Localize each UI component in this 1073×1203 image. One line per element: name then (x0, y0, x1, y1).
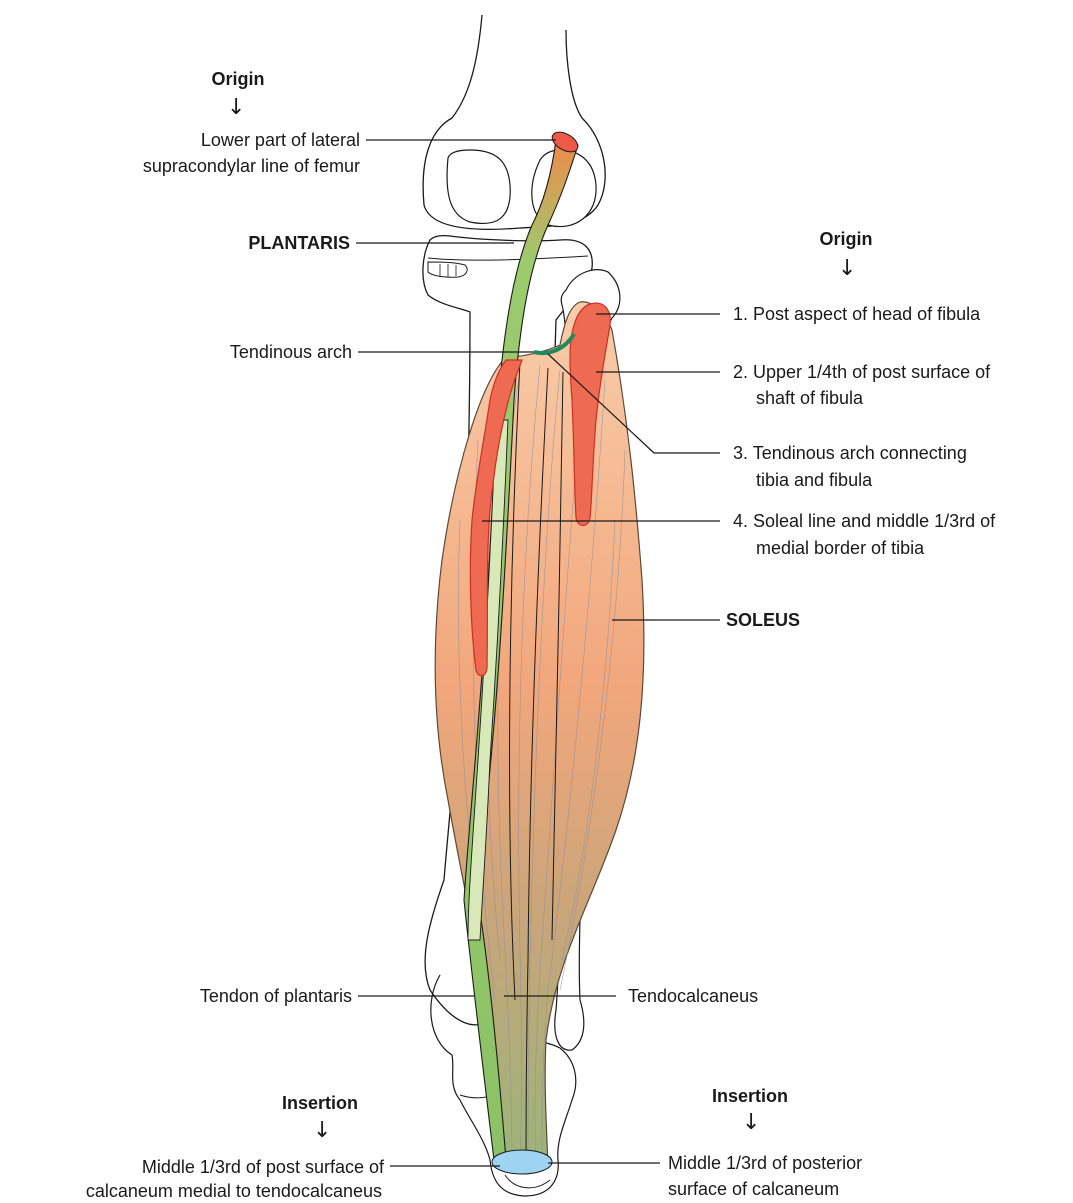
plantaris-insertion-label-line2: calcaneum medial to tendocalcaneus (0, 1179, 382, 1203)
tendocalcaneus-label: Tendocalcaneus (628, 984, 758, 1008)
soleus-insertion-label-line1: Middle 1/3rd of posterior (668, 1151, 862, 1175)
soleus-insertion-label-line2: surface of calcaneum (668, 1177, 839, 1201)
plantaris-label: PLANTARIS (180, 231, 350, 255)
soleus-insertion-arrow: ↓ (742, 1112, 760, 1134)
soleus-origin-3-label-line1: 3. Tendinous arch connecting (733, 441, 967, 465)
plantaris-origin-label-line1: Lower part of lateral (80, 128, 360, 152)
soleus-label: SOLEUS (726, 608, 800, 632)
soleus-origin-1-label: 1. Post aspect of head of fibula (733, 302, 980, 326)
medial-condyle (447, 150, 510, 223)
tendon-of-plantaris-label: Tendon of plantaris (120, 984, 352, 1008)
tendinous-arch-label: Tendinous arch (150, 340, 352, 364)
soleus-origin-4-label-line1: 4. Soleal line and middle 1/3rd of (733, 509, 995, 533)
plantaris-origin-label-line2: supracondylar line of femur (60, 154, 360, 178)
soleus-origin-2-label-line2: shaft of fibula (756, 386, 863, 410)
soleus-origin-2-label-line1: 2. Upper 1/4th of post surface of (733, 360, 990, 384)
plantaris-insertion-arrow: ↓ (313, 1120, 331, 1142)
plantaris-origin-heading: Origin (202, 67, 274, 91)
soleus-origin-arrow: ↓ (838, 258, 856, 280)
soleus-origin-3-label-line2: tibia and fibula (756, 468, 872, 492)
calcaneum-insertion-mark (492, 1150, 552, 1174)
soleus-insertion-heading: Insertion (700, 1084, 800, 1108)
soleus-origin-4-label-line2: medial border of tibia (756, 536, 924, 560)
plantaris-insertion-label-line1: Middle 1/3rd of post surface of (40, 1155, 384, 1179)
soleus-origin-heading: Origin (810, 227, 882, 251)
plantaris-insertion-heading: Insertion (270, 1091, 370, 1115)
plantaris-origin-arrow: ↓ (227, 97, 245, 119)
soleus-muscle (435, 302, 644, 1165)
